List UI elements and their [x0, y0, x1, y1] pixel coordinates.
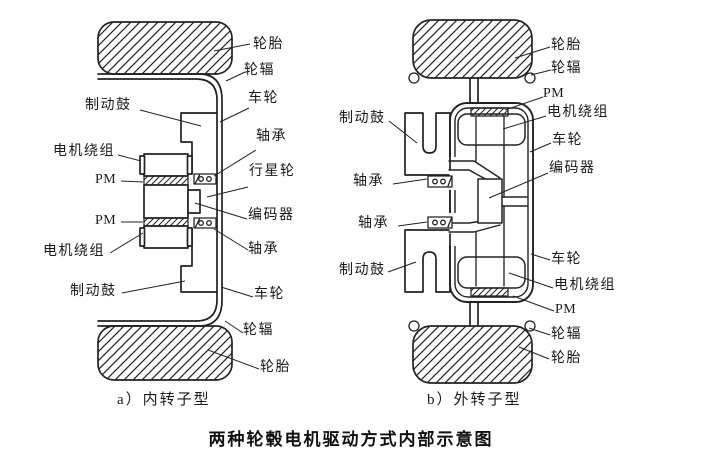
label-wheel-bottom-a: 车轮	[254, 287, 285, 302]
label-spoke-top-b: 轮辐	[551, 61, 582, 76]
rotor-housing-outer	[449, 102, 534, 303]
pm-strip-bottom	[143, 217, 189, 227]
tire-bottom	[97, 325, 233, 381]
diagram-b-leaders	[387, 46, 555, 360]
label-wheel-top-b: 车轮	[552, 133, 583, 148]
bearing-top	[427, 175, 453, 188]
diagram-a-leaders	[109, 43, 260, 370]
bearing-bottom	[427, 216, 453, 229]
label-encoder-b: 编码器	[549, 161, 596, 176]
tire-top	[97, 21, 233, 75]
label-pm-top-a: PM	[95, 172, 117, 187]
label-tire-bottom-b: 轮胎	[551, 351, 582, 366]
spoke-shaft-bottom	[469, 301, 479, 327]
tire-top	[412, 19, 533, 79]
bearing-top	[193, 173, 217, 185]
label-bearing-top-a: 轴承	[256, 129, 287, 144]
brake-drum-bottom	[404, 229, 451, 293]
label-brake-drum-bottom-b: 制动鼓	[339, 263, 386, 278]
encoder-block	[187, 189, 201, 214]
pm-strip-bottom	[470, 287, 509, 297]
winding-bottom	[457, 256, 526, 289]
label-pm-bottom-b: PM	[555, 302, 577, 317]
encoder-block	[477, 178, 503, 224]
rotor-core	[143, 184, 189, 219]
label-encoder-a: 编码器	[248, 208, 295, 223]
figure-caption: 两种轮毂电机驱动方式内部示意图	[208, 430, 494, 450]
label-winding-top-a: 电机绕组	[53, 144, 115, 159]
label-tire-top-a: 轮胎	[253, 37, 284, 52]
label-pm-bottom-a: PM	[95, 213, 117, 228]
caption-diagram-b: b）外转子型	[427, 392, 522, 408]
label-brake-drum-top-b: 制动鼓	[339, 111, 386, 126]
label-spoke-bottom-a: 轮辐	[243, 323, 274, 338]
spoke-shaft-top	[469, 77, 479, 104]
brake-drum-bottom	[180, 228, 218, 293]
bearing-bottom	[193, 217, 217, 229]
label-spoke-top-a: 轮辐	[244, 63, 275, 78]
label-bearing-bottom-a: 轴承	[248, 242, 279, 257]
label-winding-bottom-a: 电机绕组	[43, 244, 105, 259]
pm-strip-top	[143, 175, 189, 186]
label-pm-top-b: PM	[543, 86, 565, 101]
label-planetary-gear-a: 行星轮	[249, 164, 296, 179]
winding-bottom	[143, 225, 189, 249]
label-brake-drum-top-a: 制动鼓	[85, 98, 132, 113]
label-winding-top-b: 电机绕组	[547, 105, 609, 120]
brake-drum-top	[180, 112, 218, 175]
label-tire-top-b: 轮胎	[551, 38, 582, 53]
winding-top	[143, 153, 189, 177]
label-bearing-top-b: 轴承	[353, 174, 384, 189]
tire-bottom	[412, 325, 533, 384]
label-spoke-bottom-b: 轮辐	[551, 327, 582, 342]
label-wheel-top-a: 车轮	[248, 91, 279, 106]
label-tire-bottom-a: 轮胎	[260, 360, 291, 375]
label-winding-bottom-b: 电机绕组	[554, 278, 616, 293]
pm-strip-top	[470, 107, 509, 117]
label-brake-drum-bottom-a: 制动鼓	[70, 284, 117, 299]
label-bearing-bottom-b: 轴承	[358, 216, 389, 231]
wheel-rim-inner	[97, 78, 218, 322]
caption-diagram-a: a）内转子型	[117, 392, 211, 408]
brake-drum-top	[404, 112, 451, 176]
winding-top	[457, 113, 526, 146]
wheel-rim-outer	[97, 73, 223, 327]
label-wheel-bottom-b: 车轮	[551, 252, 582, 267]
diagram-b-drawing	[404, 19, 536, 384]
diagram-a-drawing	[97, 21, 233, 381]
